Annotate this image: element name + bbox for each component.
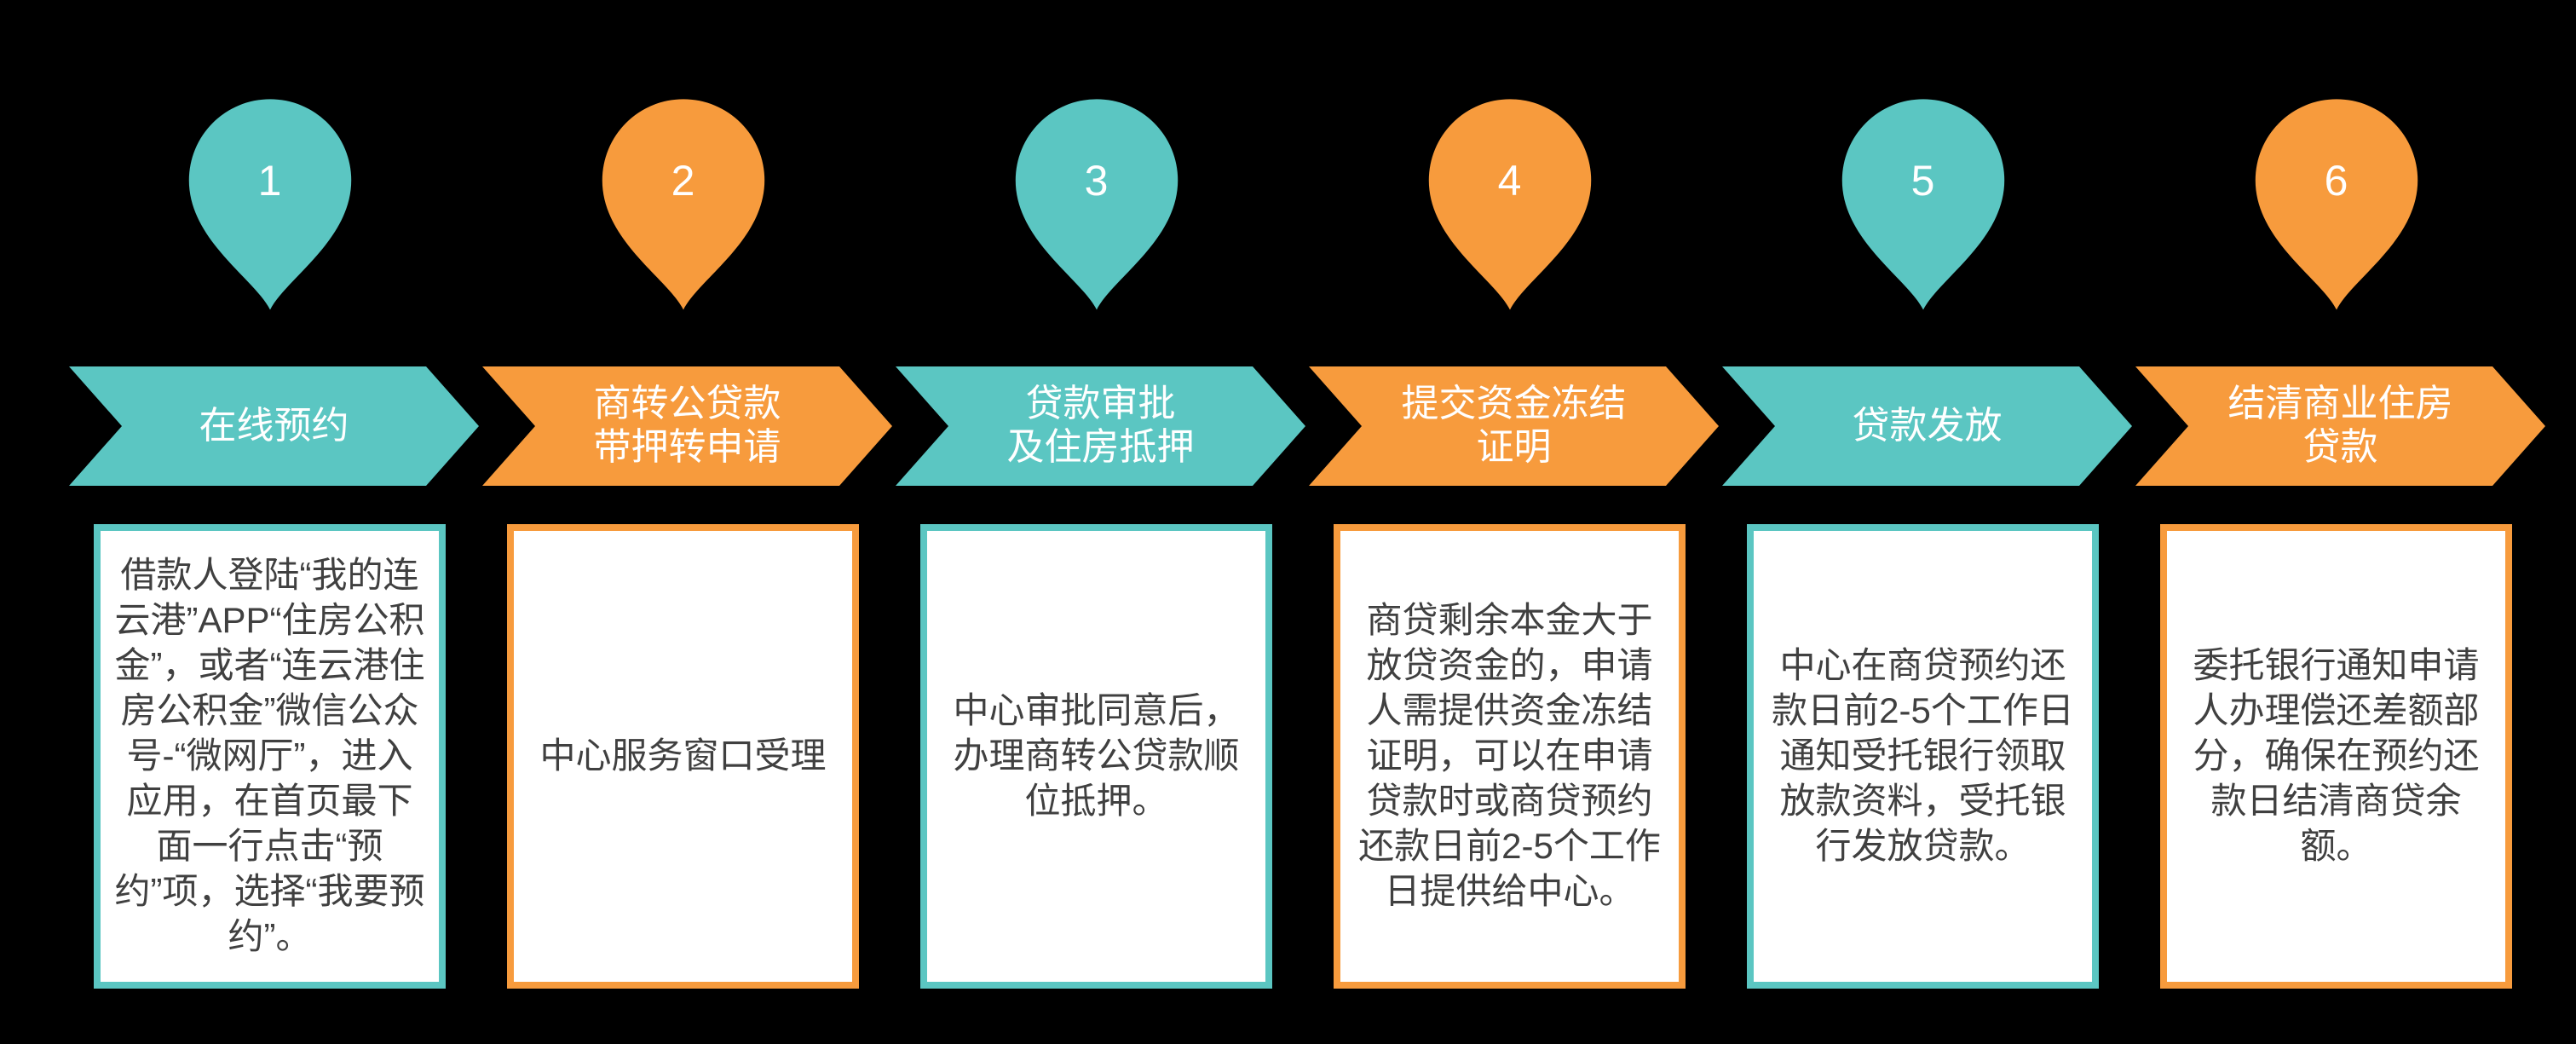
- step-banner: 贷款审批 及住房抵押: [896, 366, 1305, 486]
- step-detail-box: 中心服务窗口受理: [507, 524, 859, 989]
- step-detail-text: 中心服务窗口受理: [539, 735, 827, 776]
- step-detail-box: 中心在商贷预约还款日前2-5个工作日通知受托银行领取放款资料，受托银行发放贷款。: [1747, 524, 2099, 989]
- step-pin-marker: 4: [1413, 89, 1606, 314]
- teardrop-pin-icon: [2255, 99, 2418, 310]
- step-column-5: 5 贷款发放 中心在商贷预约还款日前2-5个工作日通知受托银行领取放款资料，受托…: [1747, 0, 2099, 1044]
- step-pin-marker: 5: [1826, 89, 2020, 314]
- step-column-2: 2 商转公贷款 带押转申请 中心服务窗口受理: [507, 0, 859, 1044]
- pin-area: 5: [1747, 0, 2099, 366]
- step-banner: 在线预约: [69, 366, 479, 486]
- pin-area: 4: [1334, 0, 1686, 366]
- step-banner-label: 提交资金冻结 证明: [1401, 383, 1627, 468]
- step-detail-text: 商贷剩余本金大于放贷资金的，申请人需提供资金冻结证明，可以在申请贷款时或商贷预约…: [1358, 600, 1661, 911]
- step-detail-text: 委托银行通知申请人办理偿还差额部分，确保在预约还款日结清商贷余额。: [2193, 645, 2480, 866]
- teardrop-pin-icon: [1841, 99, 2004, 310]
- step-detail-text: 借款人登陆“我的连云港”APP“住房公积金”，或者“连云港住房公积金”微信公众号…: [114, 555, 425, 956]
- teardrop-pin-icon: [188, 99, 351, 310]
- step-banner-label: 在线预约: [199, 404, 349, 447]
- step-column-3: 3 贷款审批 及住房抵押 中心审批同意后，办理商转公贷款顺位抵押。: [920, 0, 1272, 1044]
- step-number: 1: [257, 156, 282, 205]
- step-column-6: 6 结清商业住房 贷款 委托银行通知申请人办理偿还差额部分，确保在预约还款日结清…: [2160, 0, 2512, 1044]
- teardrop-pin-icon: [1428, 99, 1591, 310]
- step-number: 2: [671, 156, 695, 205]
- step-banner-label: 贷款审批 及住房抵押: [1006, 383, 1195, 468]
- step-detail-text: 中心审批同意后，办理商转公贷款顺位抵押。: [953, 690, 1240, 821]
- pin-area: 3: [920, 0, 1272, 366]
- step-number: 3: [1084, 156, 1109, 205]
- step-banner: 商转公贷款 带押转申请: [482, 366, 892, 486]
- step-banner-label: 商转公贷款 带押转申请: [593, 383, 781, 468]
- step-detail-text: 中心在商贷预约还款日前2-5个工作日通知受托银行领取放款资料，受托银行发放贷款。: [1772, 645, 2074, 866]
- step-column-4: 4 提交资金冻结 证明 商贷剩余本金大于放贷资金的，申请人需提供资金冻结证明，可…: [1334, 0, 1686, 1044]
- step-banner: 结清商业住房 贷款: [2135, 366, 2545, 486]
- step-banner-label: 结清商业住房 贷款: [2227, 383, 2453, 468]
- teardrop-pin-icon: [602, 99, 764, 310]
- step-detail-box: 借款人登陆“我的连云港”APP“住房公积金”，或者“连云港住房公积金”微信公众号…: [94, 524, 446, 989]
- pin-area: 2: [507, 0, 859, 366]
- step-banner: 贷款发放: [1722, 366, 2132, 486]
- step-pin-marker: 3: [1000, 89, 1193, 314]
- pin-area: 1: [94, 0, 446, 366]
- step-number: 4: [1497, 156, 1522, 205]
- step-pin-marker: 2: [586, 89, 780, 314]
- step-detail-box: 中心审批同意后，办理商转公贷款顺位抵押。: [920, 524, 1272, 989]
- step-pin-marker: 6: [2239, 89, 2433, 314]
- step-banner: 提交资金冻结 证明: [1309, 366, 1719, 486]
- pin-area: 6: [2160, 0, 2512, 366]
- step-column-1: 1 在线预约 借款人登陆“我的连云港”APP“住房公积金”，或者“连云港住房公积…: [94, 0, 446, 1044]
- step-detail-box: 委托银行通知申请人办理偿还差额部分，确保在预约还款日结清商贷余额。: [2160, 524, 2512, 989]
- step-banner-label: 贷款发放: [1852, 404, 2003, 447]
- step-number: 6: [2324, 156, 2348, 205]
- step-pin-marker: 1: [173, 89, 366, 314]
- step-number: 5: [1910, 156, 1935, 205]
- teardrop-pin-icon: [1015, 99, 1178, 310]
- step-detail-box: 商贷剩余本金大于放贷资金的，申请人需提供资金冻结证明，可以在申请贷款时或商贷预约…: [1334, 524, 1686, 989]
